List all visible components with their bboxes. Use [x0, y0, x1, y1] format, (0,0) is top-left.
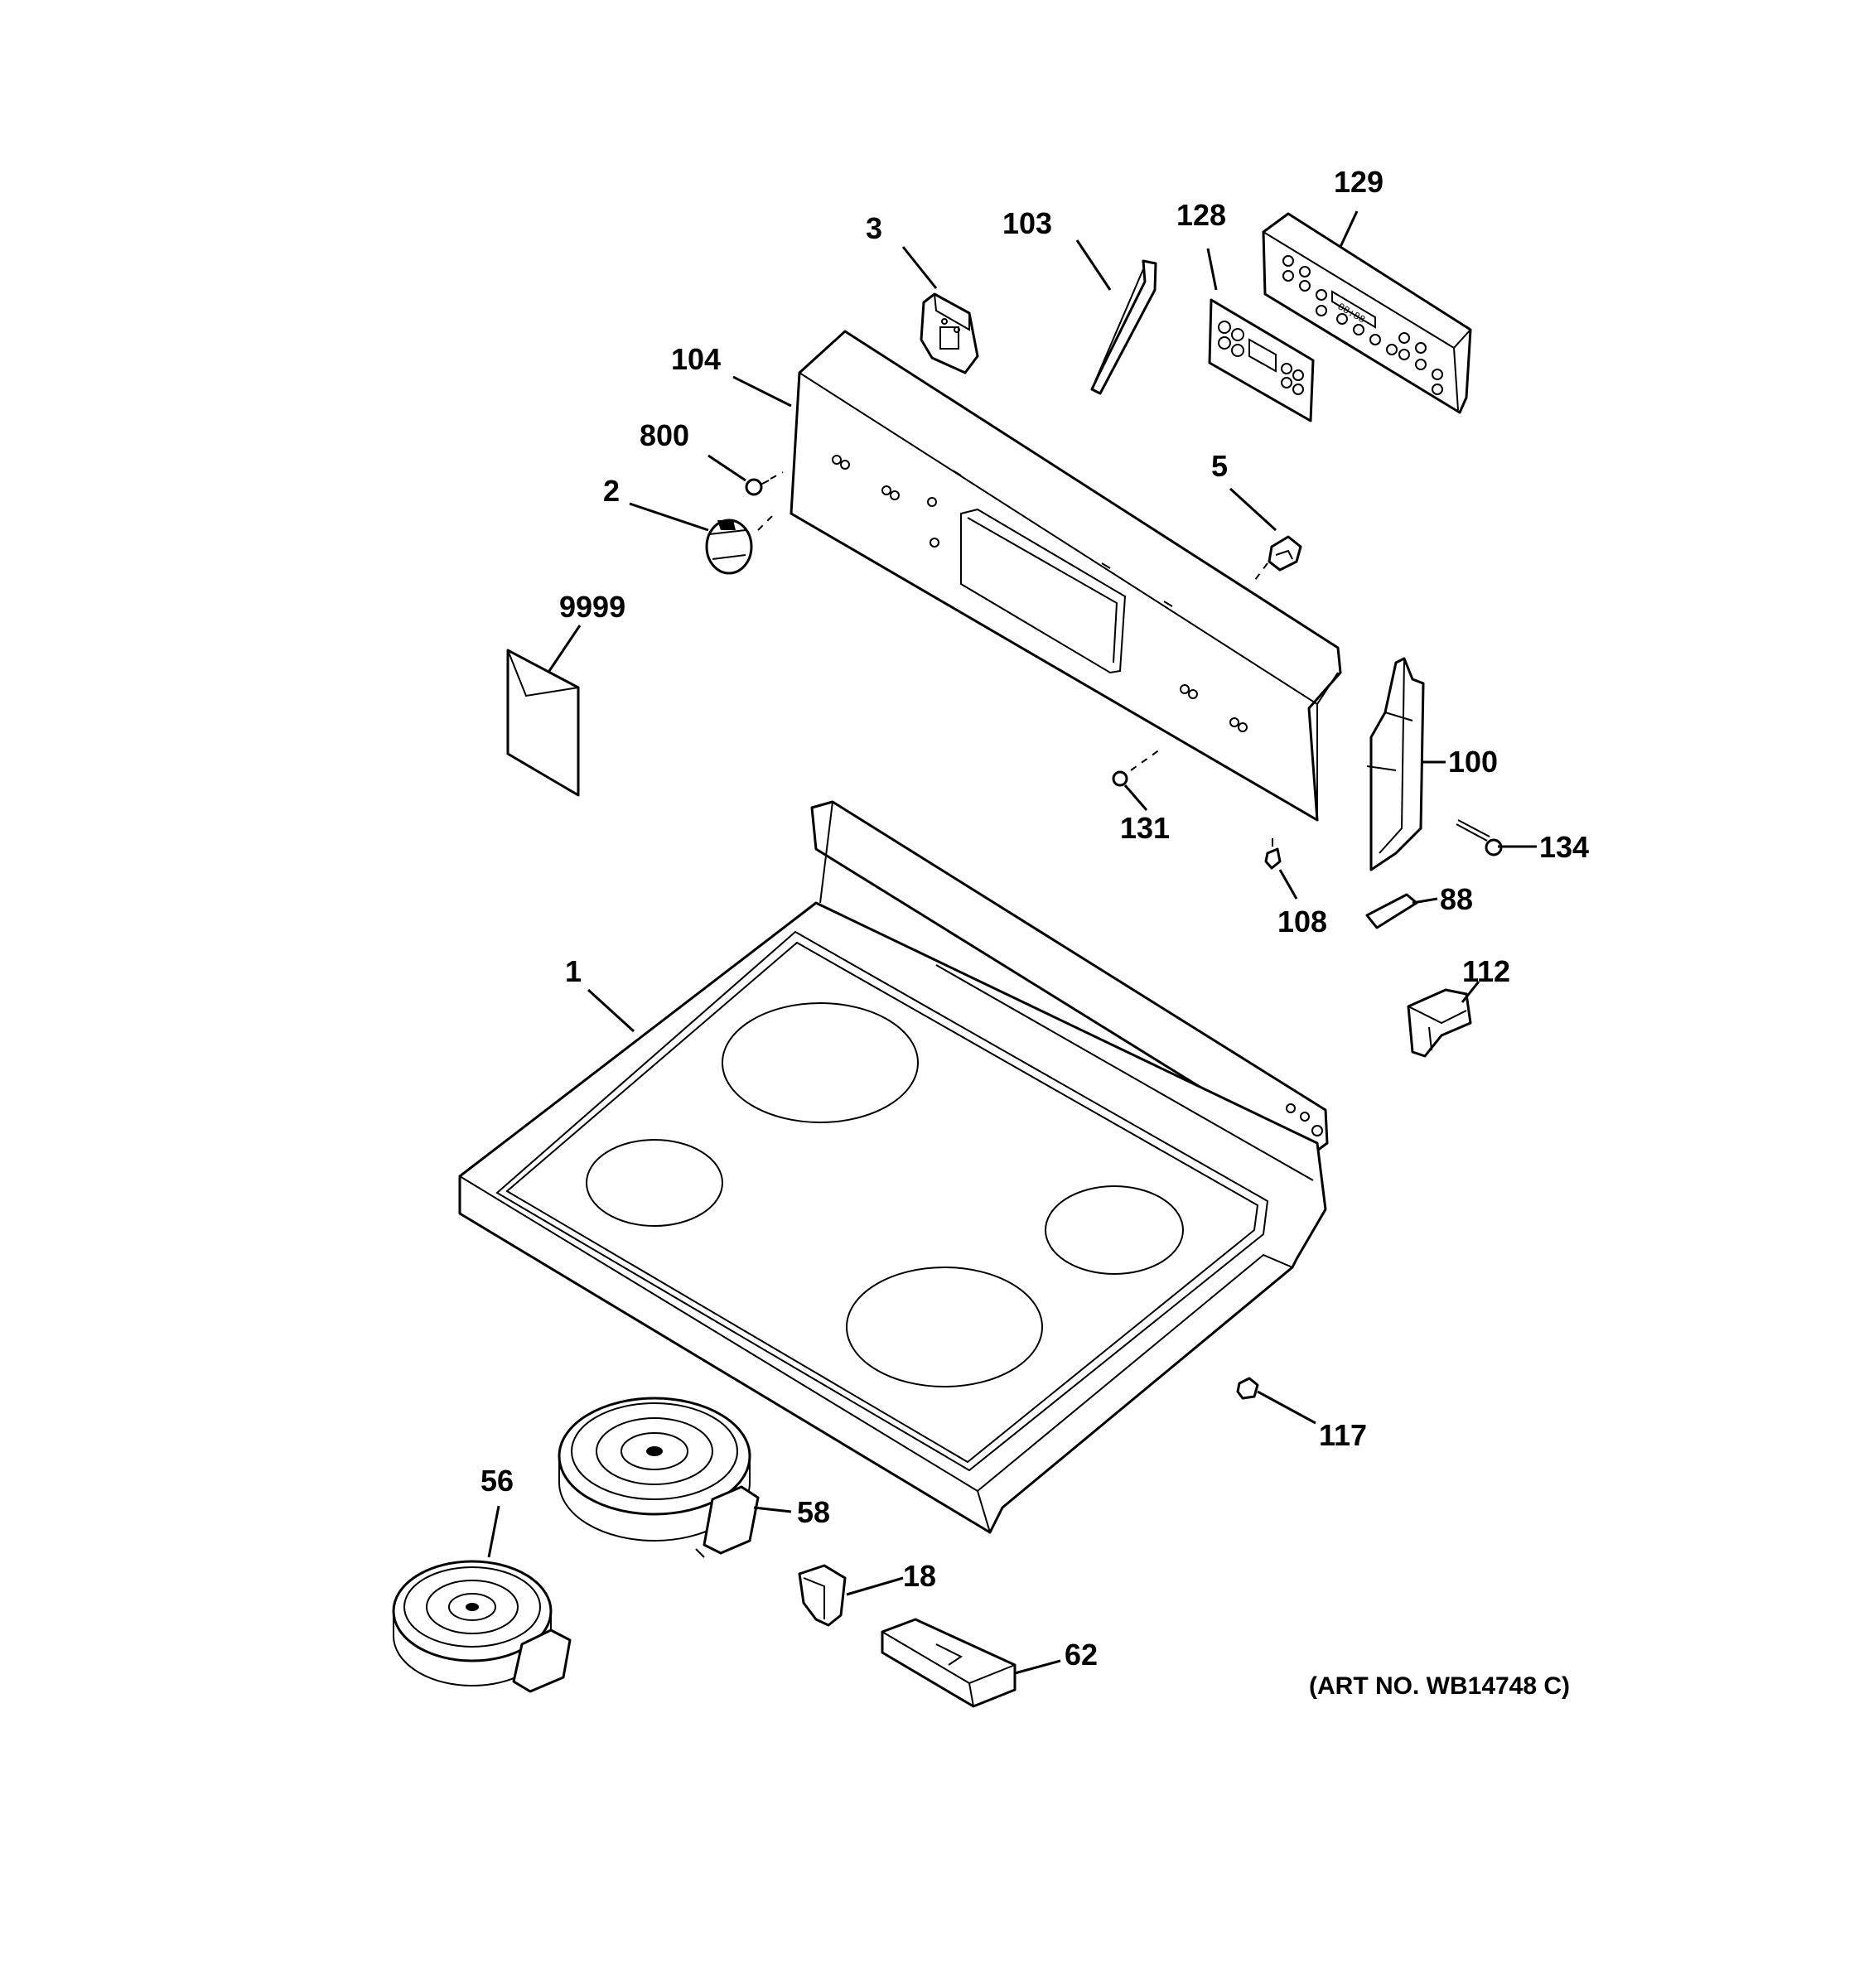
- part-2-knob: [705, 513, 775, 575]
- part-117-nut: [1236, 1377, 1259, 1400]
- part-108-screw: [1264, 838, 1282, 870]
- display-window: [1331, 290, 1376, 329]
- part-131-screw: [1112, 749, 1161, 787]
- callout-128: 128: [1176, 198, 1226, 232]
- callout-108: 108: [1277, 905, 1327, 939]
- callout-100: 100: [1448, 745, 1498, 779]
- part-9999-literature: [506, 649, 580, 797]
- burner-ring-back-left: [722, 1002, 919, 1123]
- callout-3: 3: [866, 211, 882, 245]
- part-129-control-board: 88:88: [1262, 212, 1472, 414]
- part-58-radiant-element: [558, 1397, 760, 1558]
- burner-ring-front-right: [846, 1267, 1043, 1387]
- callout-134: 134: [1539, 830, 1589, 864]
- burner-ring-back-right: [1045, 1185, 1184, 1275]
- part-1-cooktop: [458, 800, 1329, 1534]
- part-128-overlay: [1208, 298, 1315, 422]
- callout-88: 88: [1440, 882, 1473, 916]
- callout-18: 18: [903, 1559, 936, 1593]
- callout-103: 103: [1002, 206, 1052, 240]
- art-number: (ART NO. WB14748 C): [1309, 1672, 1570, 1700]
- part-100-side-trim: [1366, 657, 1425, 871]
- burner-ring-front-left: [586, 1139, 723, 1227]
- callout-2: 2: [603, 474, 620, 508]
- callout-112: 112: [1462, 954, 1510, 988]
- part-88-clip: [1365, 893, 1418, 929]
- callout-104: 104: [671, 342, 721, 376]
- part-56-radiant-element: [392, 1560, 572, 1693]
- callout-117: 117: [1319, 1418, 1367, 1452]
- part-3-bracket: [920, 292, 979, 374]
- part-112-bracket: [1407, 988, 1472, 1058]
- callout-800: 800: [640, 418, 689, 452]
- part-103-rail: [1090, 259, 1157, 395]
- callout-9999: 9999: [559, 590, 625, 624]
- callout-62: 62: [1065, 1638, 1098, 1672]
- callout-129: 129: [1334, 165, 1384, 199]
- leader-lines: [487, 210, 1537, 1675]
- part-800-screw: [745, 471, 784, 496]
- callout-56: 56: [480, 1464, 514, 1498]
- callout-labels: 3 103 128 129 104 800 2 5 9999 100 131 1…: [480, 165, 1589, 1700]
- callout-1: 1: [565, 954, 582, 988]
- callout-131: 131: [1120, 811, 1170, 845]
- callout-58: 58: [797, 1495, 830, 1529]
- part-18-clip: [798, 1564, 847, 1627]
- part-62-bracket: [881, 1618, 1017, 1708]
- part-5-switch: [1254, 535, 1302, 581]
- callout-5: 5: [1211, 449, 1228, 483]
- part-104-backsplash: [790, 330, 1342, 822]
- part-134-screw: [1456, 819, 1503, 856]
